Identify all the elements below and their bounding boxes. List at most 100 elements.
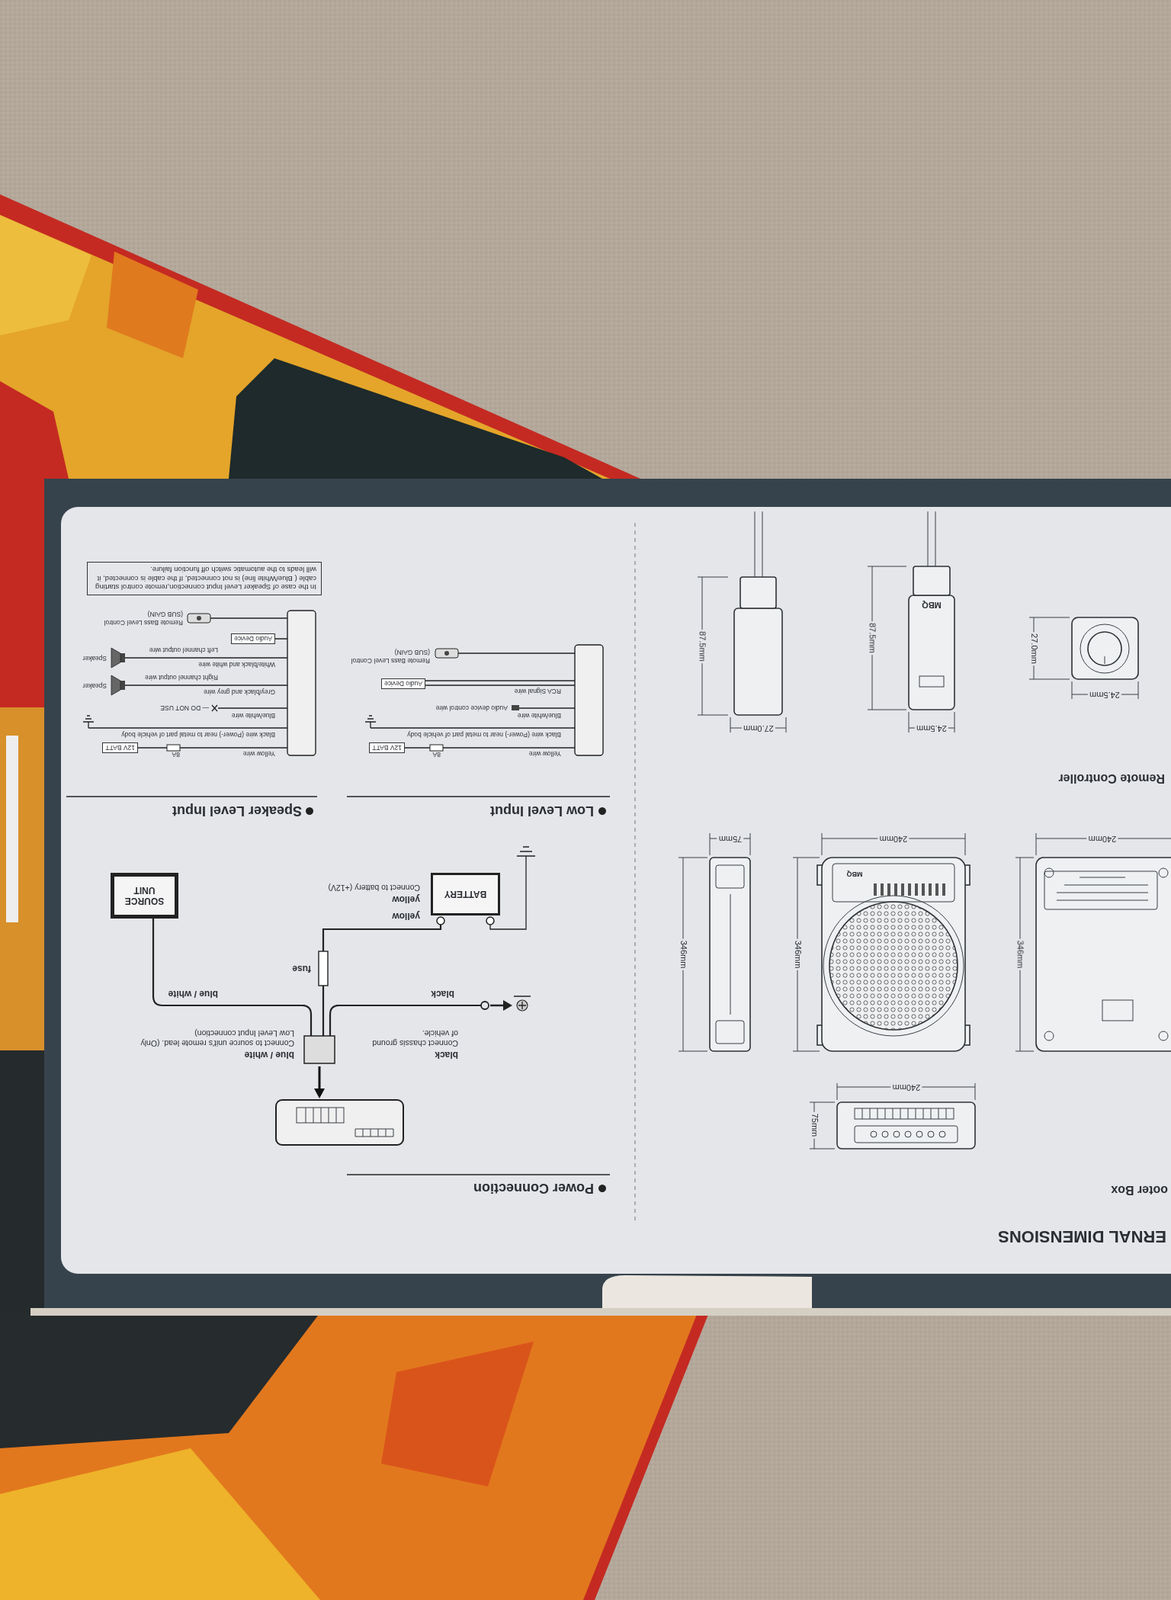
subwoofer-front-view bbox=[817, 857, 970, 1052]
rug-top-part bbox=[106, 251, 199, 359]
note-box: In the case of Speaker Level Input conne… bbox=[86, 561, 322, 596]
label-text: black bbox=[434, 1049, 459, 1061]
subwoofer-side-view-part bbox=[715, 865, 745, 889]
dimension-lines-part bbox=[678, 833, 751, 1052]
dimension-label: 240mm bbox=[878, 833, 910, 844]
speaker-level-wiring-part bbox=[287, 610, 316, 756]
label-text: blue / white bbox=[168, 988, 219, 1000]
dimension-label: 346mm bbox=[792, 939, 803, 971]
label-text: Blue/white wire bbox=[517, 712, 562, 720]
label-text: White/black and white wire bbox=[198, 660, 276, 669]
component-box: 12V BATT bbox=[368, 742, 405, 754]
label-text: Speaker bbox=[82, 682, 107, 690]
section-headings-rules-part bbox=[66, 795, 318, 797]
dimension-lines-part bbox=[697, 577, 787, 733]
box-text: SOURCE UNIT bbox=[123, 885, 166, 908]
speaker-level-wiring-part bbox=[111, 675, 121, 696]
power-wiring-part bbox=[304, 1036, 335, 1064]
component-box: SOURCE UNIT bbox=[110, 872, 179, 919]
rug-top bbox=[0, 194, 641, 479]
box-frame-part bbox=[44, 478, 1171, 1313]
subwoofer-front-view-part bbox=[823, 895, 964, 1037]
box-text: Audio Device bbox=[384, 680, 423, 688]
dimension-label: 75mm bbox=[808, 1112, 819, 1139]
rug-bottom-part bbox=[0, 1312, 710, 1600]
rug-bottom-part bbox=[381, 1341, 534, 1487]
low-level-wiring-part bbox=[511, 705, 520, 711]
power-wiring-part bbox=[503, 1000, 513, 1011]
section-divider-part bbox=[634, 519, 636, 1221]
dimension-lines-part bbox=[867, 566, 955, 733]
label-text: Black wire (Power-) near to metal part o… bbox=[121, 731, 276, 739]
box-text: BATTERY bbox=[444, 888, 487, 900]
speaker-level-wiring bbox=[83, 610, 316, 756]
remote-front-view bbox=[908, 511, 955, 710]
subwoofer-top-view-part bbox=[854, 1126, 958, 1143]
subwoofer-top-view-part bbox=[904, 1131, 912, 1138]
label-text: 8A bbox=[433, 750, 441, 759]
subwoofer-bottom-view-part bbox=[1044, 868, 1054, 878]
remote-side-view-part bbox=[734, 608, 783, 716]
section-divider bbox=[635, 519, 636, 1221]
component-box: 12V BATT bbox=[102, 742, 138, 754]
power-wiring-part bbox=[490, 1004, 505, 1008]
subwoofer-top-view-part bbox=[870, 1131, 877, 1138]
label-text: Blue/white wire bbox=[231, 712, 276, 720]
component-box: Audio Device bbox=[381, 678, 426, 690]
label-text: ooter Box bbox=[1110, 1183, 1168, 1198]
dimension-label: 346mm bbox=[677, 939, 688, 971]
power-wiring bbox=[153, 846, 536, 1146]
subwoofer-top-view-part bbox=[893, 1131, 900, 1138]
rug-bottom-part bbox=[0, 1312, 321, 1449]
label-text: Grey/black and grey wire bbox=[203, 688, 276, 697]
remote-side-view-part bbox=[754, 511, 763, 578]
power-wiring-part bbox=[305, 1107, 394, 1137]
subwoofer-bottom-view bbox=[1036, 857, 1171, 1052]
label-text: Connect to source unit's remote lead. (O… bbox=[137, 1029, 295, 1049]
box-text: Audio Device bbox=[234, 635, 273, 643]
component-box: BATTERY bbox=[430, 872, 501, 916]
speaker-level-wiring-part bbox=[166, 744, 180, 751]
subwoofer-front-view-part bbox=[873, 883, 946, 896]
subwoofer-top-view-part bbox=[854, 1108, 954, 1120]
rug-top-part bbox=[0, 214, 92, 336]
remote-knob-view-part bbox=[1104, 656, 1106, 665]
page-title: ERNAL DIMENSIONS bbox=[997, 1226, 1167, 1247]
dimension-lines bbox=[678, 566, 1171, 1149]
subwoofer-top-view-part bbox=[837, 1102, 976, 1149]
rug-left-part bbox=[0, 478, 45, 708]
subwoofer-bottom-view-part bbox=[1056, 877, 1149, 901]
dimension-lines-part bbox=[1015, 833, 1171, 1052]
power-wiring-part bbox=[275, 1100, 404, 1146]
label-text: RCA Signal wire bbox=[514, 687, 562, 696]
section-headings-rules-part bbox=[598, 1184, 607, 1193]
remote-front-view-part bbox=[927, 511, 936, 567]
dimension-label: 346mm bbox=[1014, 939, 1025, 971]
label-text: Audio device control wire bbox=[436, 704, 509, 713]
subwoofer-bottom-view-part bbox=[1044, 1031, 1054, 1041]
remote-knob-view-part bbox=[1080, 624, 1130, 674]
label-text: Yellow wire bbox=[529, 750, 562, 758]
label-text: blue / white bbox=[244, 1049, 295, 1061]
subwoofer-top-view-part bbox=[882, 1131, 889, 1138]
rug-left bbox=[0, 478, 45, 1313]
label-text: Black wire (Power-) near to metal part o… bbox=[407, 731, 562, 739]
rug-bottom-part bbox=[0, 1448, 321, 1600]
label-text: fuse bbox=[291, 963, 312, 975]
low-level-wiring-part bbox=[574, 644, 604, 756]
speaker-level-wiring-part bbox=[83, 618, 288, 748]
label-text: Low Level Input bbox=[490, 802, 594, 819]
subwoofer-side-view-part bbox=[730, 894, 732, 1015]
label-text: Speaker bbox=[82, 654, 107, 663]
subwoofer-top-view-part bbox=[862, 1108, 947, 1120]
subwoofer-front-view-part bbox=[832, 863, 955, 902]
power-wiring-part bbox=[314, 1088, 325, 1099]
label-text: 8A bbox=[172, 750, 180, 759]
dimension-label: 240mm bbox=[1087, 833, 1119, 844]
label-text: Remote Controller bbox=[1058, 771, 1165, 787]
rug-left-part bbox=[0, 1050, 45, 1313]
dimension-label: 27.0mm bbox=[741, 722, 776, 733]
speaker-level-wiring-part bbox=[120, 680, 126, 690]
subwoofer-bottom-view-part bbox=[1044, 871, 1158, 910]
